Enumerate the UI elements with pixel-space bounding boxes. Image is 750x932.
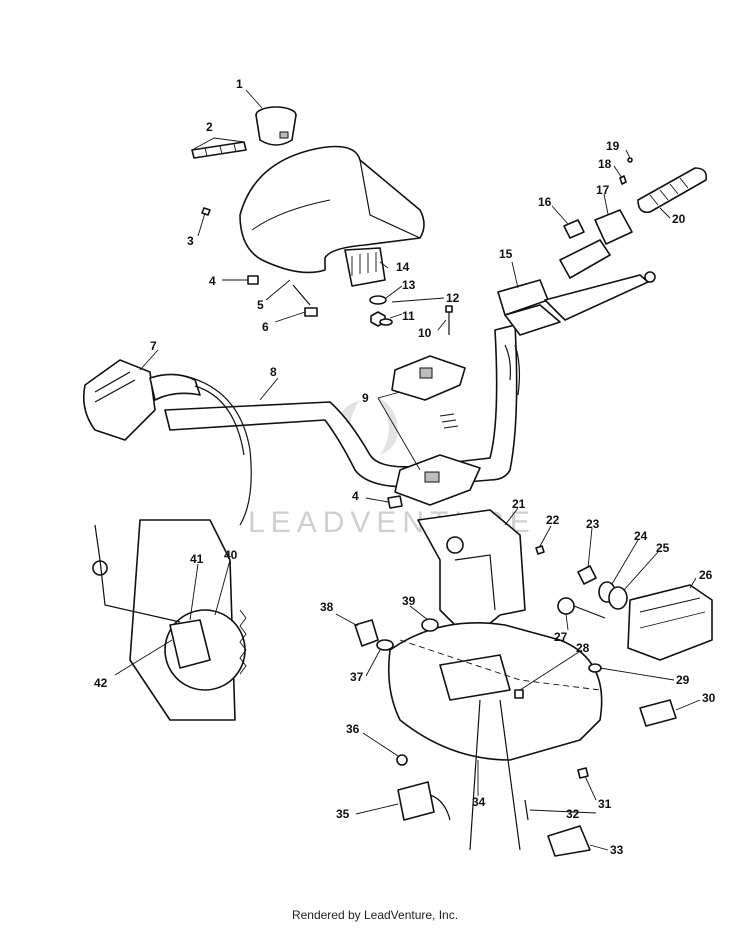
- part-throttle-grip: [563, 157, 708, 245]
- part-left-control: [82, 359, 252, 526]
- callout-9: 9: [362, 391, 369, 405]
- part-headlight-pod: [239, 145, 425, 274]
- callout-25: 25: [656, 541, 670, 555]
- callout-35: 35: [336, 807, 350, 821]
- callout-19: 19: [606, 139, 620, 153]
- callout-34: 34: [472, 795, 486, 809]
- callouts: 1 2 3 4 5 6 7 8 9 10 11 12 13 14 15 16 1…: [94, 77, 716, 857]
- callout-33: 33: [610, 843, 624, 857]
- callout-29: 29: [676, 673, 690, 687]
- callout-37: 37: [350, 670, 364, 684]
- part-clips: [191, 141, 247, 159]
- callout-15: 15: [499, 247, 513, 261]
- callout-6: 6: [262, 320, 269, 334]
- callout-26: 26: [699, 568, 713, 582]
- callout-1: 1: [236, 77, 243, 91]
- callout-18: 18: [598, 157, 612, 171]
- part-clamps: [391, 355, 481, 506]
- callout-22: 22: [546, 513, 560, 527]
- callout-16: 16: [538, 195, 552, 209]
- callout-39: 39: [402, 594, 416, 608]
- callout-32: 32: [566, 807, 580, 821]
- callout-3: 3: [187, 234, 194, 248]
- part-bracket: [417, 509, 526, 641]
- leader-lines: [114, 89, 701, 851]
- part-connector: [344, 247, 386, 287]
- callout-30: 30: [702, 691, 716, 705]
- part-lower-pod: [387, 622, 603, 857]
- callout-4-lower: 4: [352, 489, 359, 503]
- callout-20: 20: [672, 212, 686, 226]
- callout-12: 12: [446, 291, 460, 305]
- callout-21: 21: [512, 497, 526, 511]
- callout-7: 7: [150, 339, 157, 353]
- callout-8: 8: [270, 365, 277, 379]
- callout-23: 23: [586, 517, 600, 531]
- part-master-cylinder: [497, 239, 656, 336]
- callout-42: 42: [94, 676, 108, 690]
- callout-4: 4: [209, 274, 216, 288]
- callout-38: 38: [320, 600, 334, 614]
- callout-40: 40: [224, 548, 238, 562]
- callout-31: 31: [598, 797, 612, 811]
- part-cap: [255, 106, 297, 146]
- footer-credit: Rendered by LeadVenture, Inc.: [291, 908, 459, 922]
- callout-27: 27: [554, 630, 568, 644]
- part-switches: [354, 618, 677, 821]
- callout-13: 13: [402, 278, 416, 292]
- callout-5: 5: [257, 298, 264, 312]
- callout-17: 17: [596, 183, 610, 197]
- callout-36: 36: [346, 722, 360, 736]
- callout-11: 11: [402, 309, 415, 323]
- part-headlamp: [535, 545, 713, 661]
- callout-41: 41: [190, 552, 204, 566]
- part-inset-wheel: [92, 519, 247, 721]
- part-fasteners-top: [369, 295, 453, 335]
- callout-2: 2: [206, 120, 213, 134]
- part-handlebar: [164, 324, 521, 488]
- callout-24: 24: [634, 529, 648, 543]
- callout-28: 28: [576, 641, 590, 655]
- part-small-hardware: [201, 207, 403, 509]
- callout-10: 10: [418, 326, 432, 340]
- callout-14: 14: [396, 260, 410, 274]
